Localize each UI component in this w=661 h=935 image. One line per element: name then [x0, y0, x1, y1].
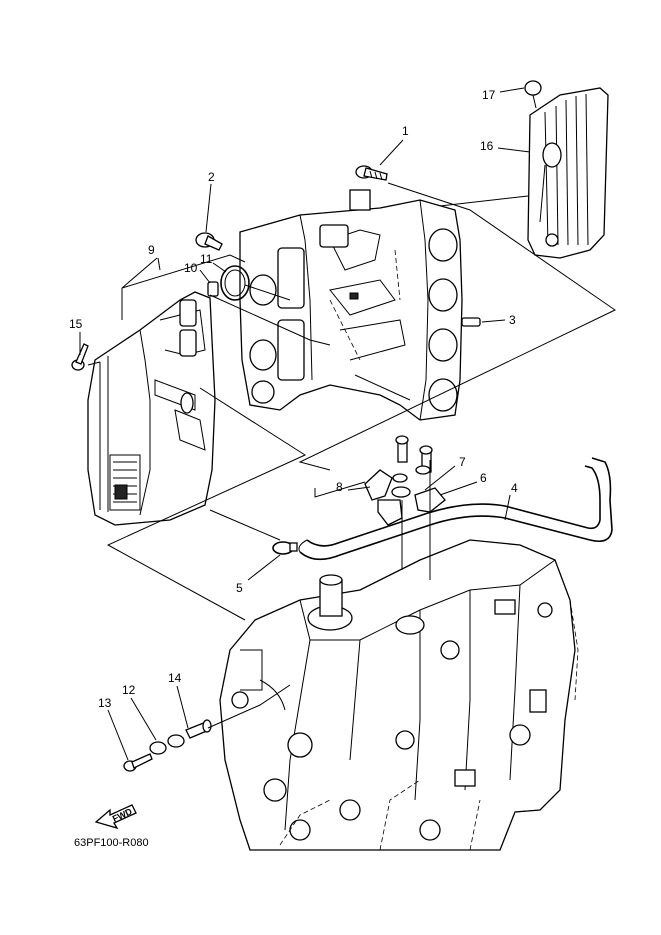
crankcase-block	[219, 539, 579, 851]
callout-5[interactable]: 5	[236, 581, 243, 595]
callout-17[interactable]: 17	[482, 88, 496, 102]
intake-silencer	[87, 291, 216, 526]
fwd-arrow-icon: FWD	[94, 804, 137, 830]
callout-6[interactable]: 6	[480, 471, 487, 485]
hose	[298, 457, 613, 561]
callout-14[interactable]: 14	[168, 671, 182, 685]
callout-1[interactable]: 1	[402, 124, 409, 138]
collar	[207, 281, 219, 297]
assembly-lines	[87, 164, 616, 729]
callout-13[interactable]: 13	[98, 696, 112, 710]
sleeve-3	[461, 317, 481, 327]
callout-10[interactable]: 10	[184, 261, 198, 275]
callout-8[interactable]: 8	[336, 480, 343, 494]
hose-clamp	[272, 541, 298, 555]
cylinder-head-block	[239, 189, 463, 421]
callout-9[interactable]: 9	[148, 243, 155, 257]
bolt-2	[195, 232, 223, 251]
callout-7[interactable]: 7	[459, 455, 466, 469]
leader-lines	[79, 87, 531, 761]
callout-4[interactable]: 4	[511, 481, 518, 495]
bracket-parts	[364, 435, 446, 526]
collar-12	[149, 734, 185, 755]
bolt-15	[71, 343, 89, 371]
silencer-grille	[109, 454, 141, 511]
bolt-17	[524, 80, 542, 109]
callout-11[interactable]: 11	[200, 252, 213, 266]
grommet-14	[185, 719, 212, 739]
callout-12[interactable]: 12	[122, 683, 136, 697]
callout-3[interactable]: 3	[509, 313, 516, 327]
callout-2[interactable]: 2	[208, 170, 215, 184]
callout-labels: 1 2 3 4 5 6 7 8 9 10 11 12 13 14 15 16 1…	[69, 88, 518, 710]
diagram-code: 63PF100-R080	[74, 837, 149, 849]
cover-plate	[527, 87, 609, 259]
bolt-1	[355, 165, 388, 181]
o-ring-gasket	[220, 265, 250, 301]
callout-16[interactable]: 16	[480, 139, 494, 153]
bolt-13	[123, 753, 153, 772]
callout-15[interactable]: 15	[69, 317, 83, 331]
